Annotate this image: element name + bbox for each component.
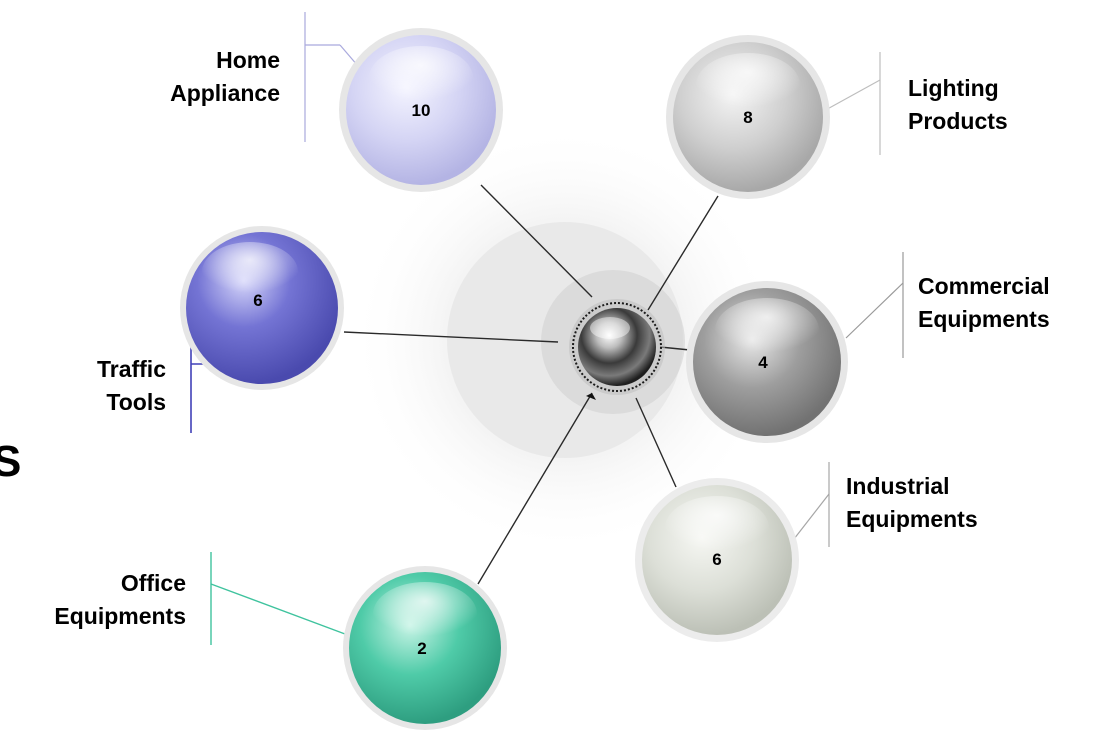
connector-industrial-equipments <box>635 397 677 488</box>
bubble-traffic-tools: 6 <box>180 226 344 390</box>
label-traffic-tools: Traffic Tools <box>96 356 166 415</box>
label-lighting-products: Lighting Products <box>908 75 1008 134</box>
label-industrial-equipments: Industrial Equipments <box>846 473 978 532</box>
value-traffic-tools: 6 <box>253 291 262 310</box>
connector-traffic-tools <box>343 331 559 343</box>
connector-commercial-equipments <box>659 346 691 351</box>
hub-dotted-ring <box>572 302 662 392</box>
connector-office-equipments <box>477 392 593 585</box>
hub-sphere <box>569 299 665 395</box>
bubble-commercial-equipments: 4 <box>686 281 848 443</box>
label-office-equipments: Office Equipments <box>54 570 186 629</box>
label-home-appliance: Home Appliance <box>170 47 280 106</box>
bubble-office-equipments: 2 <box>343 566 507 730</box>
value-industrial-equipments: 6 <box>712 550 721 569</box>
connector-lines <box>343 184 719 585</box>
value-office-equipments: 2 <box>417 639 426 658</box>
connector-home-appliance <box>480 184 593 298</box>
value-commercial-equipments: 4 <box>758 353 768 372</box>
bubble-industrial-equipments: 6 <box>635 478 799 642</box>
edge-glyph: S <box>0 437 22 486</box>
arrow-head <box>586 393 596 400</box>
callout-lighting-products <box>821 52 881 155</box>
callout-commercial-equipments <box>845 252 904 358</box>
callout-office-equipments <box>210 552 346 645</box>
value-home-appliance: 10 <box>412 101 431 120</box>
value-lighting-products: 8 <box>743 108 752 127</box>
bubble-lighting-products: 8 <box>666 35 830 199</box>
bubble-home-appliance: 10 <box>339 28 503 192</box>
label-commercial-equipments: Commercial Equipments <box>918 273 1050 332</box>
connector-lighting-products <box>647 195 719 311</box>
